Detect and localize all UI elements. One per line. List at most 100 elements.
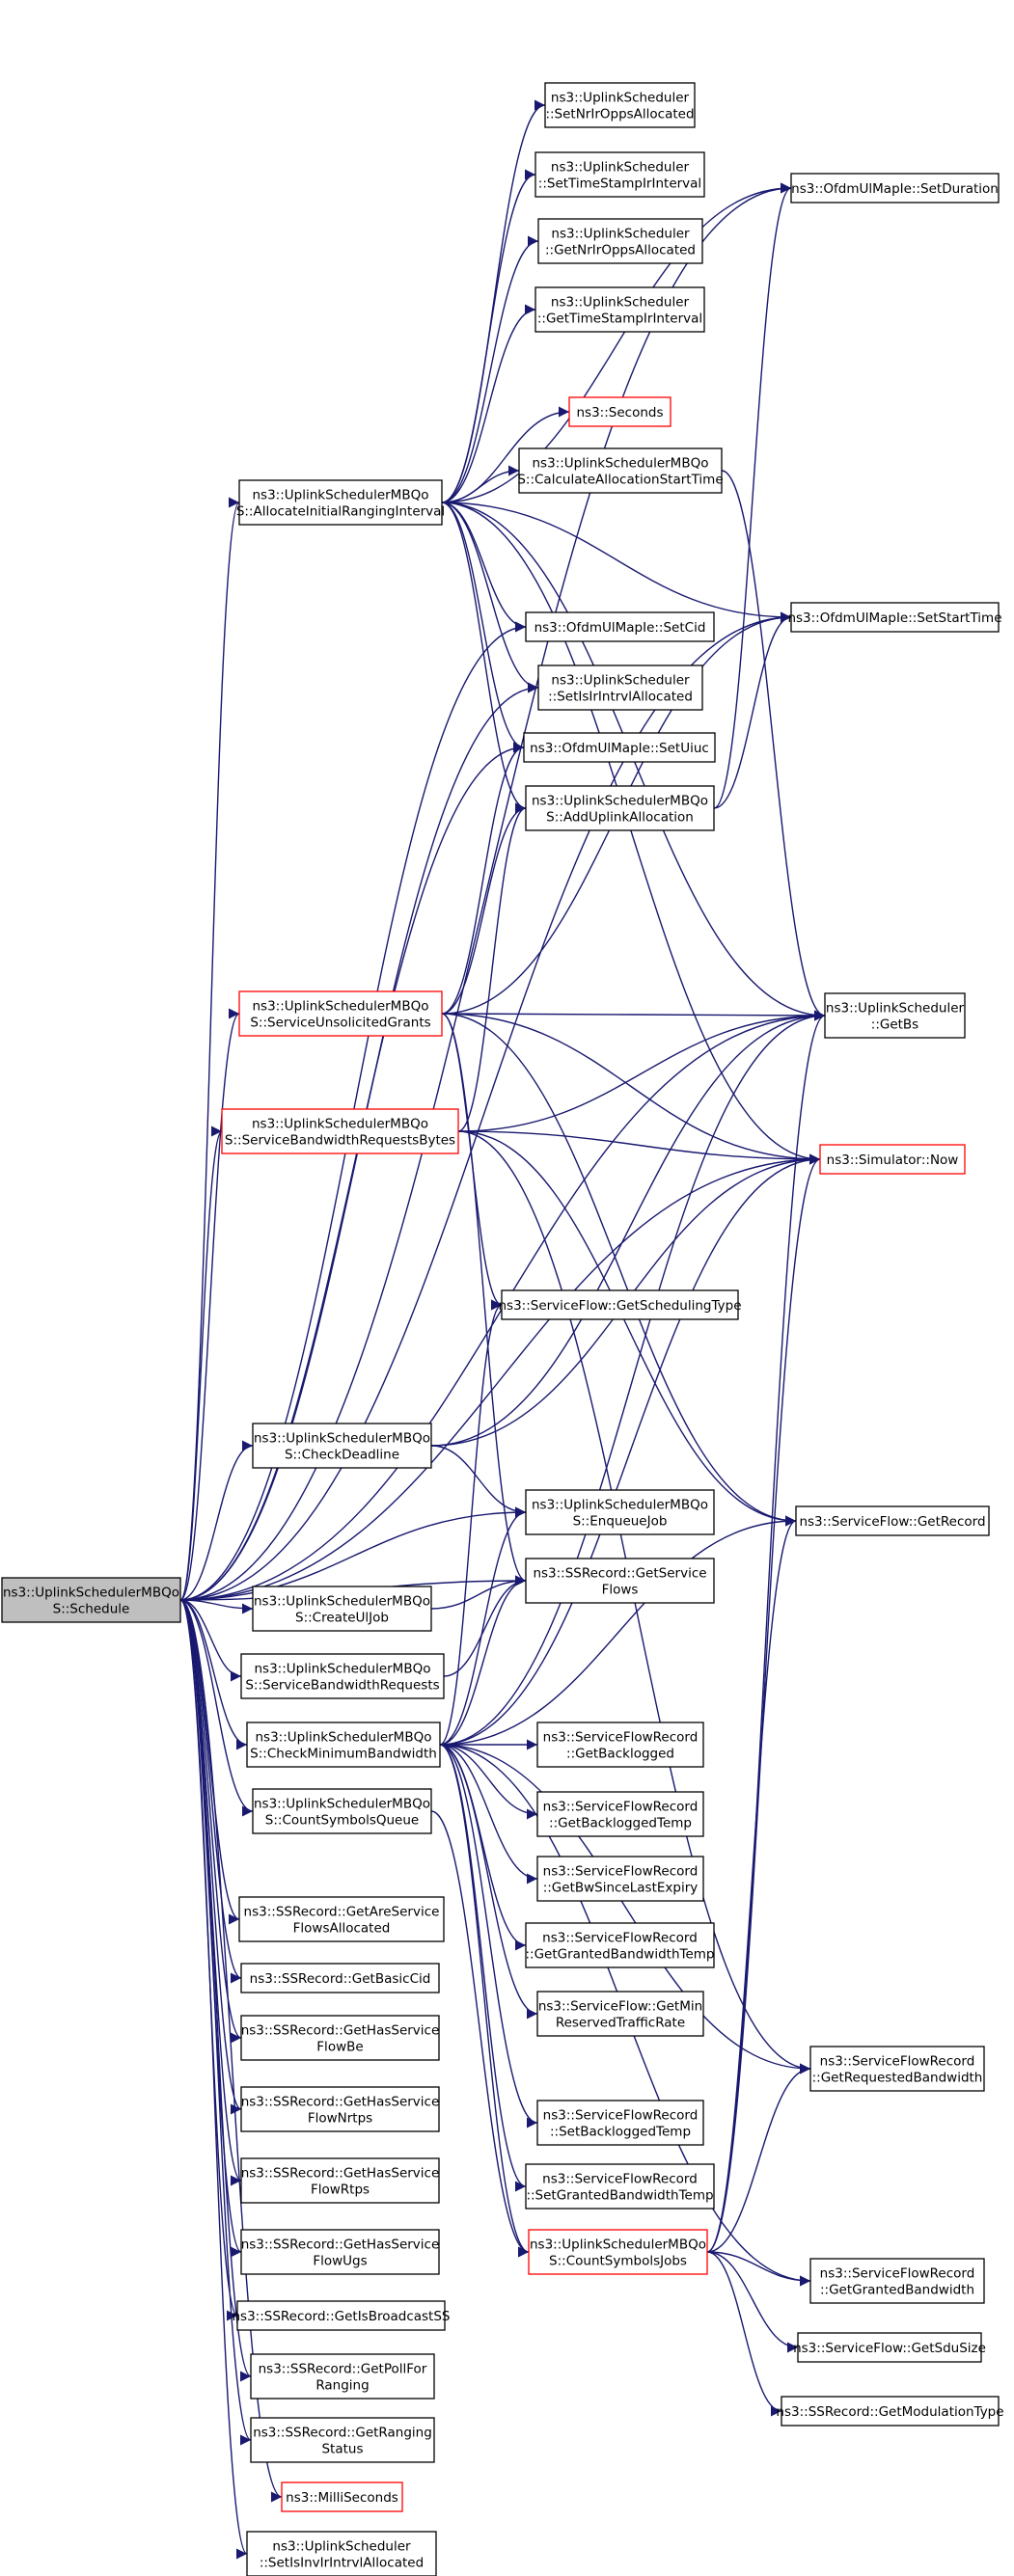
node-label-countSymbolsJobs-0: ns3::UplinkSchedulerMBQo — [530, 2237, 706, 2253]
node-label-getGrantedBandwidthTemp-1: ::GetGrantedBandwidthTemp — [525, 1947, 714, 1963]
node-label-setStartTime-0: ns3::OfdmUlMapIe::SetStartTime — [787, 610, 1001, 626]
node-serviceBandwidthRequests[interactable]: ns3::UplinkSchedulerMBQoS::ServiceBandwi… — [240, 1653, 445, 1699]
node-label-setIsIrIntrvlAllocated-1: ::SetIsIrIntrvlAllocated — [548, 690, 693, 705]
node-countSymbolsQueue[interactable]: ns3::UplinkSchedulerMBQoS::CountSymbolsQ… — [252, 1788, 432, 1834]
node-getSchedulingType[interactable]: ns3::ServiceFlow::GetSchedulingType — [498, 1289, 742, 1320]
call-edge-checkMinimumBandwidth-to-countSymbolsJobs — [439, 1744, 530, 2258]
node-getGrantedBandwidth[interactable]: ns3::ServiceFlowRecord::GetGrantedBandwi… — [809, 2258, 985, 2304]
call-nodes: ns3::UplinkSchedulerMBQoS::Schedulens3::… — [1, 82, 1004, 2576]
call-edge-checkMinimumBandwidth-to-simulatorNow — [439, 1153, 821, 1746]
node-addUplinkAllocation[interactable]: ns3::UplinkSchedulerMBQoS::AddUplinkAllo… — [525, 785, 715, 831]
node-getAreServiceFlowsAllocated[interactable]: ns3::SSRecord::GetAreServiceFlowsAllocat… — [238, 1896, 445, 1942]
node-simulatorNow[interactable]: ns3::Simulator::Now — [819, 1144, 966, 1175]
call-edge-allocateInitialRanging-to-setCid — [441, 502, 527, 633]
node-label-serviceUnsolicitedGrants-0: ns3::UplinkSchedulerMBQo — [253, 999, 429, 1015]
call-edge-serviceUnsolicitedGrants-to-getServiceFlows — [441, 1013, 527, 1586]
node-label-serviceBandwidthRequestsBytes-1: S::ServiceBandwidthRequestsBytes — [225, 1133, 455, 1149]
node-box-getHasServiceFlowNrtps — [240, 2086, 440, 2132]
node-getTimeStampIrInterval[interactable]: ns3::UplinkScheduler::GetTimeStampIrInte… — [534, 286, 705, 333]
node-label-setCid-0: ns3::OfdmUlMapIe::SetCid — [534, 620, 706, 636]
node-seconds[interactable]: ns3::Seconds — [568, 396, 671, 427]
call-edge-serviceUnsolicitedGrants-to-getBs — [441, 1010, 826, 1021]
node-serviceBandwidthRequestsBytes[interactable]: ns3::UplinkSchedulerMBQoS::ServiceBandwi… — [221, 1108, 459, 1154]
node-setDuration[interactable]: ns3::OfdmUlMapIe::SetDuration — [790, 173, 1000, 203]
node-box-milliSeconds — [281, 2481, 403, 2512]
node-serviceUnsolicitedGrants[interactable]: ns3::UplinkSchedulerMBQoS::ServiceUnsoli… — [238, 990, 443, 1037]
call-edge-calculateAllocationStartTime-to-getBs — [721, 470, 826, 1021]
node-getRequestedBandwidth[interactable]: ns3::ServiceFlowRecord::GetRequestedBand… — [809, 2046, 985, 2092]
node-box-createUlJob — [252, 1586, 432, 1632]
call-edge-allocateInitialRanging-to-setIsIrIntrvlAllocated — [441, 502, 539, 693]
node-setBackloggedTemp[interactable]: ns3::ServiceFlowRecord::SetBackloggedTem… — [536, 2100, 704, 2146]
node-label-getRangingStatus-0: ns3::SSRecord::GetRanging — [253, 2426, 432, 2441]
node-box-getSduSize — [797, 2332, 982, 2363]
node-getBacklogged[interactable]: ns3::ServiceFlowRecord::GetBacklogged — [536, 1722, 704, 1768]
node-milliSeconds[interactable]: ns3::MilliSeconds — [281, 2481, 403, 2512]
node-label-getBackloggedTemp-0: ns3::ServiceFlowRecord — [543, 1800, 699, 1815]
node-setTimeStampIrInterval[interactable]: ns3::UplinkScheduler::SetTimeStampIrInte… — [534, 151, 705, 198]
call-edge-allocateInitialRanging-to-getNrIrOppsAllocated — [441, 235, 539, 503]
node-setUiuc[interactable]: ns3::OfdmUlMapIe::SetUiuc — [523, 732, 716, 763]
node-allocateInitialRanging[interactable]: ns3::UplinkSchedulerMBQoS::AllocateIniti… — [236, 479, 445, 526]
node-getBackloggedTemp[interactable]: ns3::ServiceFlowRecord::GetBackloggedTem… — [536, 1791, 704, 1837]
call-edge-serviceUnsolicitedGrants-to-setUiuc — [441, 742, 525, 1015]
call-edge-checkMinimumBandwidth-to-getMinReservedTrafficRate — [439, 1744, 538, 2020]
node-label-setGrantedBandwidthTemp-0: ns3::ServiceFlowRecord — [542, 2172, 698, 2187]
node-label-allocateInitialRanging-0: ns3::UplinkSchedulerMBQo — [253, 488, 429, 503]
node-label-countSymbolsQueue-0: ns3::UplinkSchedulerMBQo — [254, 1797, 430, 1812]
node-box-serviceBandwidthRequestsBytes — [221, 1108, 459, 1154]
node-getNrIrOppsAllocated[interactable]: ns3::UplinkScheduler::GetNrIrOppsAllocat… — [537, 218, 703, 264]
node-label-getNrIrOppsAllocated-0: ns3::UplinkScheduler — [551, 227, 690, 242]
node-label-checkMinimumBandwidth-1: S::CheckMinimumBandwidth — [250, 1747, 437, 1762]
node-setCid[interactable]: ns3::OfdmUlMapIe::SetCid — [525, 611, 715, 642]
node-checkMinimumBandwidth[interactable]: ns3::UplinkSchedulerMBQoS::CheckMinimumB… — [246, 1722, 441, 1768]
node-box-setUiuc — [523, 732, 716, 763]
node-box-serviceBandwidthRequests — [240, 1653, 445, 1699]
node-getBasicCid[interactable]: ns3::SSRecord::GetBasicCid — [240, 1963, 440, 1993]
call-edge-allocateInitialRanging-to-setStartTime — [441, 502, 792, 623]
node-label-setTimeStampIrInterval-1: ::SetTimeStampIrInterval — [538, 176, 701, 192]
node-label-getHasServiceFlowRtps-1: FlowRtps — [311, 2183, 370, 2198]
node-getModulationType[interactable]: ns3::SSRecord::GetModulationType — [776, 2396, 1004, 2427]
node-getSduSize[interactable]: ns3::ServiceFlow::GetSduSize — [793, 2332, 986, 2363]
node-label-createUlJob-1: S::CreateUlJob — [295, 1611, 389, 1626]
node-label-getBackloggedTemp-1: ::GetBackloggedTemp — [549, 1816, 692, 1831]
node-setGrantedBandwidthTemp[interactable]: ns3::ServiceFlowRecord::SetGrantedBandwi… — [525, 2163, 715, 2210]
node-label-allocateInitialRanging-1: S::AllocateInitialRangingInterval — [236, 504, 445, 520]
node-getGrantedBandwidthTemp[interactable]: ns3::ServiceFlowRecord::GetGrantedBandwi… — [525, 1922, 715, 1968]
node-calculateAllocationStartTime[interactable]: ns3::UplinkSchedulerMBQoS::CalculateAllo… — [517, 447, 724, 494]
node-setNrIrOppsAllocated[interactable]: ns3::UplinkScheduler::SetNrIrOppsAllocat… — [544, 82, 696, 128]
node-box-getHasServiceFlowUgs — [240, 2229, 440, 2275]
node-box-getTimeStampIrInterval — [534, 286, 705, 333]
node-label-getBwSinceLastExpiry-1: ::GetBwSinceLastExpiry — [543, 1881, 699, 1896]
node-box-getRangingStatus — [250, 2417, 435, 2463]
call-edge-checkMinimumBandwidth-to-getServiceFlows — [439, 1575, 527, 1746]
call-edge-schedule-to-getHasServiceFlowBe — [179, 1599, 242, 2044]
node-label-serviceBandwidthRequests-0: ns3::UplinkSchedulerMBQo — [255, 1662, 431, 1677]
node-getMinReservedTrafficRate[interactable]: ns3::ServiceFlow::GetMinReservedTrafficR… — [536, 1991, 704, 2037]
node-getBwSinceLastExpiry[interactable]: ns3::ServiceFlowRecord::GetBwSinceLastEx… — [536, 1856, 704, 1902]
node-countSymbolsJobs[interactable]: ns3::UplinkSchedulerMBQoS::CountSymbolsJ… — [528, 2229, 708, 2275]
node-label-getSduSize-0: ns3::ServiceFlow::GetSduSize — [793, 2341, 986, 2356]
node-getIsBroadcastSS[interactable]: ns3::SSRecord::GetIsBroadcastSS — [232, 2300, 451, 2331]
call-edge-schedule-to-simulatorNow — [179, 1153, 821, 1601]
node-getRecord[interactable]: ns3::ServiceFlow::GetRecord — [795, 1505, 990, 1536]
node-label-getBacklogged-0: ns3::ServiceFlowRecord — [543, 1730, 699, 1746]
node-getBs[interactable]: ns3::UplinkScheduler::GetBs — [824, 992, 966, 1039]
node-label-setIsInvIrIntrvlAllocated-0: ns3::UplinkScheduler — [272, 2539, 411, 2555]
node-setStartTime[interactable]: ns3::OfdmUlMapIe::SetStartTime — [787, 602, 1002, 633]
node-setIsInvIrIntrvlAllocated[interactable]: ns3::UplinkScheduler::SetIsInvIrIntrvlAl… — [246, 2531, 437, 2576]
node-setIsIrIntrvlAllocated[interactable]: ns3::UplinkScheduler::SetIsIrIntrvlAlloc… — [537, 664, 703, 711]
